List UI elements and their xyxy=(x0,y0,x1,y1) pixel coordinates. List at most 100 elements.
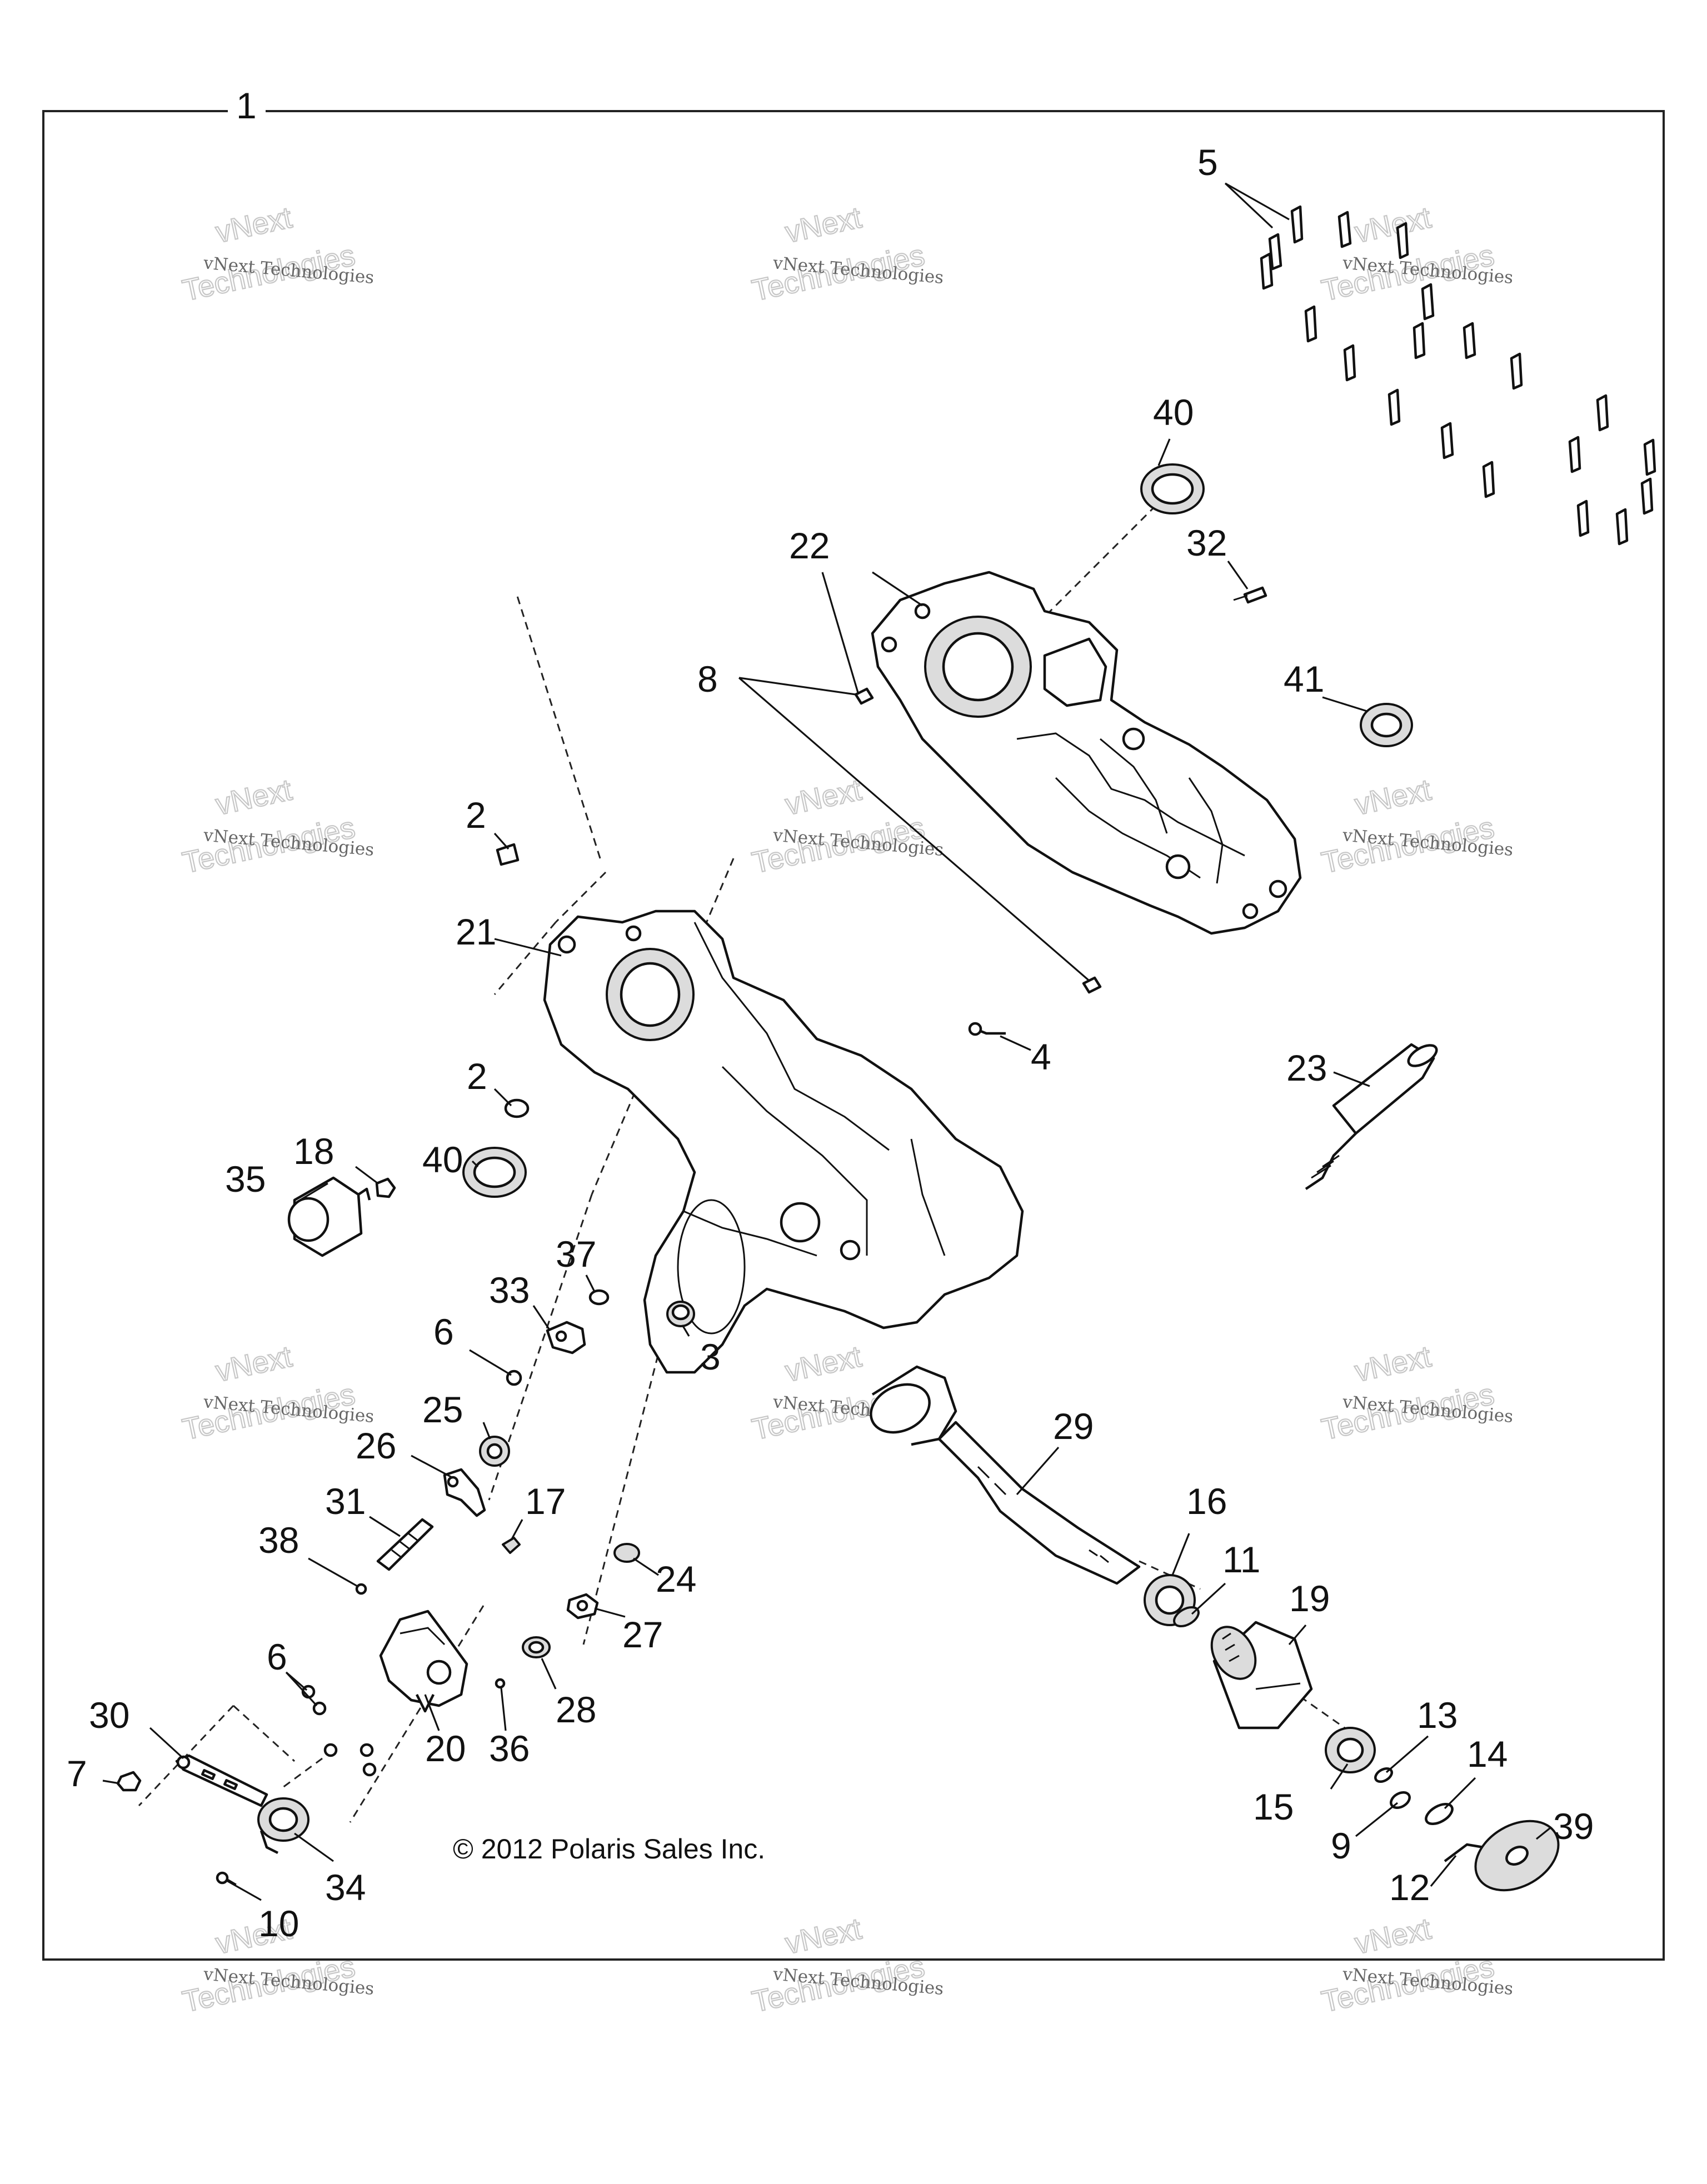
svg-text:vNext: vNext xyxy=(1352,201,1434,249)
callout-25: 25 xyxy=(422,1389,463,1430)
callout-19: 19 xyxy=(1289,1578,1330,1619)
callout-24: 24 xyxy=(656,1558,696,1600)
watermark-4: vNext Technologies vNext Technologies xyxy=(179,772,375,880)
callout-36: 36 xyxy=(489,1728,530,1769)
bearing-part-28 xyxy=(522,1636,551,1658)
callout-18: 18 xyxy=(293,1131,334,1172)
shift-shaft-part-23 xyxy=(1305,1043,1438,1190)
assembly-axes xyxy=(138,504,1345,1823)
callout-11: 11 xyxy=(1222,1539,1261,1580)
watermark-9: vNext Technologies vNext Technologies xyxy=(1318,1339,1514,1447)
callout-37: 37 xyxy=(556,1233,596,1275)
main-case-part-21 xyxy=(543,909,1024,1374)
callout-8: 8 xyxy=(697,658,718,699)
callout-29: 29 xyxy=(1053,1406,1094,1447)
sensor-part-33 xyxy=(546,1321,586,1355)
callout-labels: 1 5 40 22 32 8 41 2 21 2 23 4 18 40 35 3… xyxy=(67,85,1594,1944)
callout-41: 41 xyxy=(1284,658,1324,699)
stud-part-32 xyxy=(1233,586,1267,604)
callout-20: 20 xyxy=(425,1728,466,1769)
callout-3: 3 xyxy=(700,1336,721,1377)
callout-26: 26 xyxy=(356,1425,396,1466)
callout-32: 32 xyxy=(1186,522,1227,563)
svg-text:vNext: vNext xyxy=(213,1340,295,1388)
callout-12: 12 xyxy=(1389,1867,1430,1908)
callout-10: 10 xyxy=(258,1903,299,1944)
clip-part-38 xyxy=(355,1583,367,1595)
callout-16: 16 xyxy=(1186,1481,1227,1522)
callout-40-lower: 40 xyxy=(422,1139,463,1180)
callout-4: 4 xyxy=(1031,1036,1051,1077)
callout-23: 23 xyxy=(1286,1047,1327,1088)
svg-text:vNext: vNext xyxy=(782,773,865,821)
copyright-notice: © 2012 Polaris Sales Inc. xyxy=(453,1833,765,1865)
watermark-7: vNext Technologies vNext Technologies xyxy=(179,1339,375,1447)
spring-part-17 xyxy=(502,1537,521,1554)
callout-14: 14 xyxy=(1467,1733,1508,1775)
seal-part-40-lower xyxy=(462,1147,527,1198)
callout-6-upper: 6 xyxy=(433,1311,454,1352)
svg-text:vNext: vNext xyxy=(213,201,295,249)
case-cover-part-22 xyxy=(871,571,1302,935)
callout-33: 33 xyxy=(489,1270,530,1311)
callout-28: 28 xyxy=(556,1689,596,1730)
bolts-part-5 xyxy=(1260,205,1656,546)
callout-27: 27 xyxy=(622,1614,663,1655)
svg-text:vNext: vNext xyxy=(782,1340,865,1388)
callout-31: 31 xyxy=(325,1481,366,1522)
callout-34: 34 xyxy=(325,1867,366,1908)
shaft-part-31 xyxy=(376,1518,434,1571)
svg-text:vNext: vNext xyxy=(782,201,865,249)
ring-part-11 xyxy=(1173,1606,1200,1628)
seal-part-41 xyxy=(1360,703,1413,747)
svg-text:vNext: vNext xyxy=(213,773,295,821)
nut-part-27 xyxy=(566,1593,599,1620)
plug-part-2-upper xyxy=(496,843,520,866)
callout-30: 30 xyxy=(89,1695,129,1736)
seal-part-40-upper xyxy=(1140,463,1205,514)
watermark-12: vNext Technologies vNext Technologies xyxy=(1318,1911,1514,2019)
leader-lines xyxy=(102,182,1551,1901)
bearing-part-15 xyxy=(1325,1727,1376,1773)
gear-assembly-part-19 xyxy=(1210,1621,1313,1730)
callout-6-lower: 6 xyxy=(267,1636,287,1677)
callout-15: 15 xyxy=(1253,1786,1294,1827)
callout-2-lower: 2 xyxy=(467,1056,487,1097)
callout-40-upper: 40 xyxy=(1153,392,1194,433)
callout-2-upper: 2 xyxy=(466,794,486,836)
svg-text:vNext: vNext xyxy=(782,1912,865,1960)
callout-1: 1 xyxy=(236,85,257,126)
watermark-2: vNext Technologies vNext Technologies xyxy=(748,200,944,308)
o-ring-part-37 xyxy=(588,1289,610,1306)
nut-part-18 xyxy=(375,1177,396,1198)
dowel-pin-part-8-upper xyxy=(854,687,874,705)
svg-text:vNext: vNext xyxy=(1352,773,1434,821)
motor-part-35 xyxy=(287,1176,371,1257)
watermark-6: vNext Technologies vNext Technologies xyxy=(1318,772,1514,880)
washer-part-36 xyxy=(495,1678,506,1689)
bolt-part-4 xyxy=(968,1022,1006,1036)
screw-part-6-lower xyxy=(301,1685,377,1777)
plug-part-2-lower xyxy=(504,1098,530,1118)
pin-part-10 xyxy=(216,1871,237,1886)
callout-39: 39 xyxy=(1553,1806,1594,1847)
assembly-frame xyxy=(42,110,1665,1961)
watermark-11: vNext Technologies vNext Technologies xyxy=(748,1911,944,2019)
output-shaft-part-29 xyxy=(870,1365,1141,1585)
bushing-part-3 xyxy=(666,1301,695,1327)
spring-part-24 xyxy=(613,1543,640,1563)
housing-part-20 xyxy=(379,1610,468,1713)
watermark-5: vNext Technologies vNext Technologies xyxy=(748,772,944,880)
callout-5: 5 xyxy=(1197,142,1218,183)
dowel-pin-part-8-lower xyxy=(1082,976,1102,994)
callout-13: 13 xyxy=(1417,1695,1458,1736)
svg-text:vNext: vNext xyxy=(1352,1340,1434,1388)
nut-part-7 xyxy=(116,1771,142,1792)
watermark-1: vNext Technologies vNext Technologies xyxy=(179,200,375,308)
callout-35: 35 xyxy=(225,1158,266,1200)
callout-21: 21 xyxy=(456,911,496,952)
callout-7: 7 xyxy=(67,1753,87,1794)
gear-part-25 xyxy=(479,1436,510,1467)
callout-9: 9 xyxy=(1331,1825,1351,1866)
